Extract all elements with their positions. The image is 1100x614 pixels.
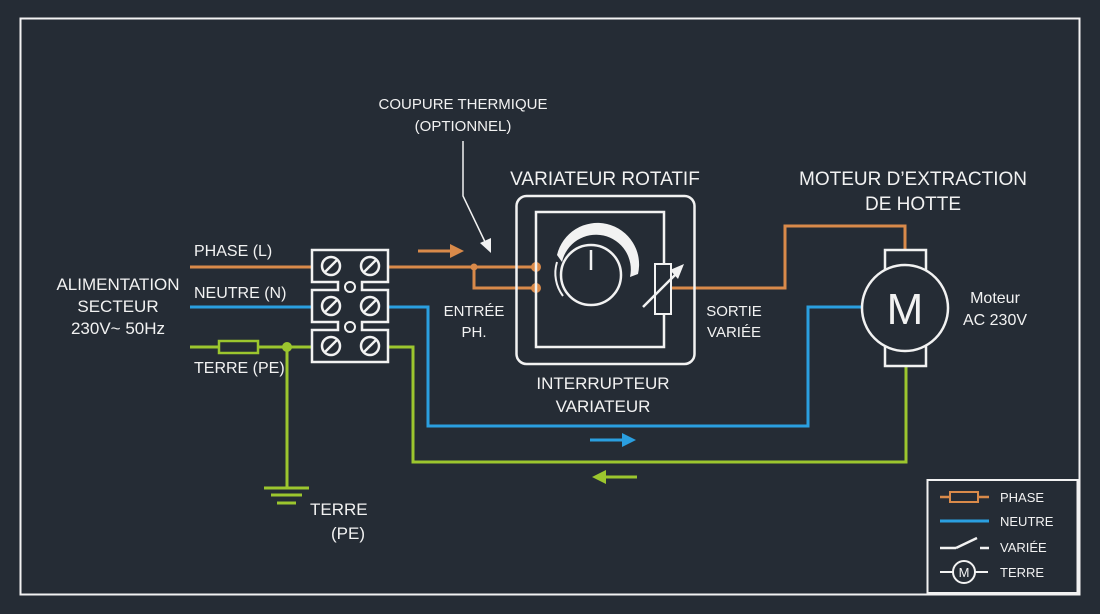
phase-wire [190, 224, 907, 290]
terre-wire [190, 345, 908, 488]
variable-resistor-icon [642, 263, 684, 315]
terre-label: TERRE (PE) [194, 360, 285, 377]
motor-desc-line2: AC 230V [963, 312, 1027, 329]
terre-junction-dot [282, 342, 292, 352]
legend-label-variee: VARIÉE [1000, 540, 1047, 555]
screw-icon [320, 335, 342, 357]
ground-label-line1: TERRE [310, 500, 368, 519]
neutre-wire [190, 305, 862, 428]
legend-switch-symbol-icon [940, 536, 989, 550]
thermal-cutout-pointer-icon [462, 141, 491, 253]
source-title-line2: SECTEUR [77, 297, 158, 316]
neutre-label: NEUTRE (N) [194, 285, 286, 302]
phase-direction-arrow-icon [418, 244, 464, 258]
screw-icon [320, 295, 342, 317]
dimmer-output-label-line1: SORTIE [706, 303, 762, 320]
dimmer-caption-line1: INTERRUPTEUR [536, 374, 669, 393]
neutre-direction-arrow-icon [590, 433, 636, 447]
terre-direction-arrow-icon [592, 470, 637, 484]
dimmer-caption-line2: VARIATEUR [556, 397, 651, 416]
source-voltage: 230V~ 50Hz [71, 319, 165, 338]
thermal-cutout-label-line1: COUPURE THERMIQUE [379, 96, 548, 113]
motor-title-line1: MOTEUR D’EXTRACTION [799, 169, 1027, 190]
thermal-cutout-label-line2: (OPTIONNEL) [415, 118, 512, 135]
legend-fuse-symbol-icon [940, 491, 989, 503]
terminal-block [310, 248, 390, 364]
phase-label: PHASE (L) [194, 243, 272, 260]
motor-title-line2: DE HOTTE [865, 194, 961, 215]
screw-icon [359, 335, 381, 357]
dimmer-input-label-line2: PH. [461, 324, 486, 341]
phase-junction-dot [470, 263, 478, 271]
ground-symbol-icon [264, 486, 309, 505]
motor-letter: M [887, 285, 924, 334]
rotary-knob-icon [554, 222, 640, 307]
legend-label-neutre: NEUTRE [1000, 514, 1054, 529]
terminal-screws [320, 255, 381, 357]
drawing-frame [19, 17, 1081, 596]
legend-motor-symbol-icon [940, 560, 988, 584]
legend-motor-letter: M [959, 565, 970, 580]
motor-desc-line1: Moteur [970, 290, 1020, 307]
screw-icon [359, 295, 381, 317]
dimmer-title: VARIATEUR ROTATIF [510, 169, 700, 190]
dimmer-output-label-line2: VARIÉE [707, 324, 761, 341]
dimmer-input-label-line1: ENTRÉE [444, 303, 505, 320]
ground-label-line2: (PE) [331, 524, 365, 543]
source-title-line1: ALIMENTATION [56, 275, 179, 294]
motor-symbol-icon [860, 248, 950, 368]
legend-label-terre: TERRE [1000, 565, 1044, 580]
terre-fuse [217, 339, 260, 355]
screw-icon [320, 255, 342, 277]
legend-label-phase: PHASE [1000, 490, 1044, 505]
screw-icon [359, 255, 381, 277]
